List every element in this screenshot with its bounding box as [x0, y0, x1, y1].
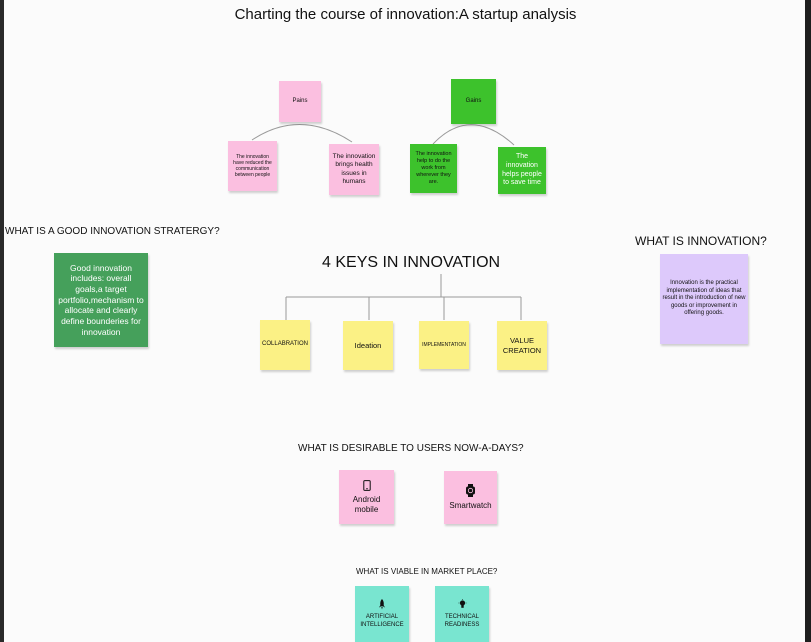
- pain-note-1-text: The innovation have reduced the communic…: [233, 153, 272, 179]
- key-note-value-creation[interactable]: VALUE CREATION: [497, 321, 547, 370]
- key-note-ideation-text: Ideation: [354, 340, 382, 350]
- pains-arc: [251, 124, 353, 143]
- gain-note-2[interactable]: The innovation helps people to save time: [498, 147, 546, 194]
- gain-note-2-text: The innovation helps people to save time: [502, 153, 542, 187]
- pains-label: Pains: [292, 97, 308, 104]
- gain-note-1-text: The innovation help to do the work from …: [415, 151, 452, 185]
- desirable-note-android-text: Android mobile: [352, 494, 381, 514]
- key-note-implementation[interactable]: IMPLEMENTATION: [419, 321, 469, 369]
- smartphone-icon: [362, 479, 371, 493]
- rocket-icon: [378, 599, 386, 612]
- innovation-note[interactable]: Innovation is the practical implementati…: [660, 254, 748, 344]
- desirable-note-smartwatch[interactable]: Smartwatch: [444, 471, 497, 524]
- viable-note-ai-text: ARTIFICIAL INTELLIGENCE: [360, 614, 404, 628]
- pain-note-2-text: The innovation brings health issues in h…: [332, 153, 376, 185]
- viable-note-technical-text: TECHNICAL READINESS: [444, 614, 480, 628]
- viable-heading: WHAT IS VIABLE IN MARKET PLACE?: [356, 567, 498, 576]
- pains-note[interactable]: Pains: [279, 81, 321, 122]
- viable-note-technical[interactable]: TECHNICAL READINESS: [435, 586, 489, 642]
- key-note-value-creation-text: VALUE CREATION: [502, 336, 542, 355]
- innovation-note-text: Innovation is the practical implementati…: [662, 280, 746, 317]
- keys-heading: 4 KEYS IN INNOVATION: [322, 254, 501, 271]
- innovation-heading: WHAT IS INNOVATION?: [635, 234, 767, 248]
- window-right-border: [805, 0, 811, 642]
- pain-note-1[interactable]: The innovation have reduced the communic…: [228, 141, 277, 191]
- key-note-collabration-text: COLLABRATION: [262, 341, 308, 348]
- pain-note-2[interactable]: The innovation brings health issues in h…: [329, 144, 379, 195]
- smartwatch-icon: [465, 484, 476, 499]
- desirable-note-android[interactable]: Android mobile: [339, 470, 394, 524]
- desirable-note-smartwatch-text: Smartwatch: [449, 501, 492, 510]
- strategy-note[interactable]: Good innovation includes: overall goals,…: [54, 253, 148, 347]
- key-note-collabration[interactable]: COLLABRATION: [260, 320, 310, 370]
- key-note-implementation-text: IMPLEMENTATION: [422, 341, 466, 348]
- gains-note[interactable]: Gains: [451, 79, 496, 124]
- board-title: Charting the course of innovation:A star…: [234, 6, 577, 23]
- desirable-heading: WHAT IS DESIRABLE TO USERS NOW-A-DAYS?: [298, 443, 524, 454]
- window-left-border: [0, 0, 4, 642]
- gain-note-1[interactable]: The innovation help to do the work from …: [410, 144, 457, 193]
- viable-note-ai[interactable]: ARTIFICIAL INTELLIGENCE: [355, 586, 409, 642]
- strategy-note-text: Good innovation includes: overall goals,…: [58, 262, 144, 337]
- lightbulb-icon: [458, 599, 467, 612]
- gains-arc: [432, 124, 515, 146]
- key-note-ideation[interactable]: Ideation: [343, 321, 393, 370]
- strategy-heading: WHAT IS A GOOD INNOVATION STRATERGY?: [5, 226, 220, 237]
- gains-label: Gains: [465, 97, 482, 104]
